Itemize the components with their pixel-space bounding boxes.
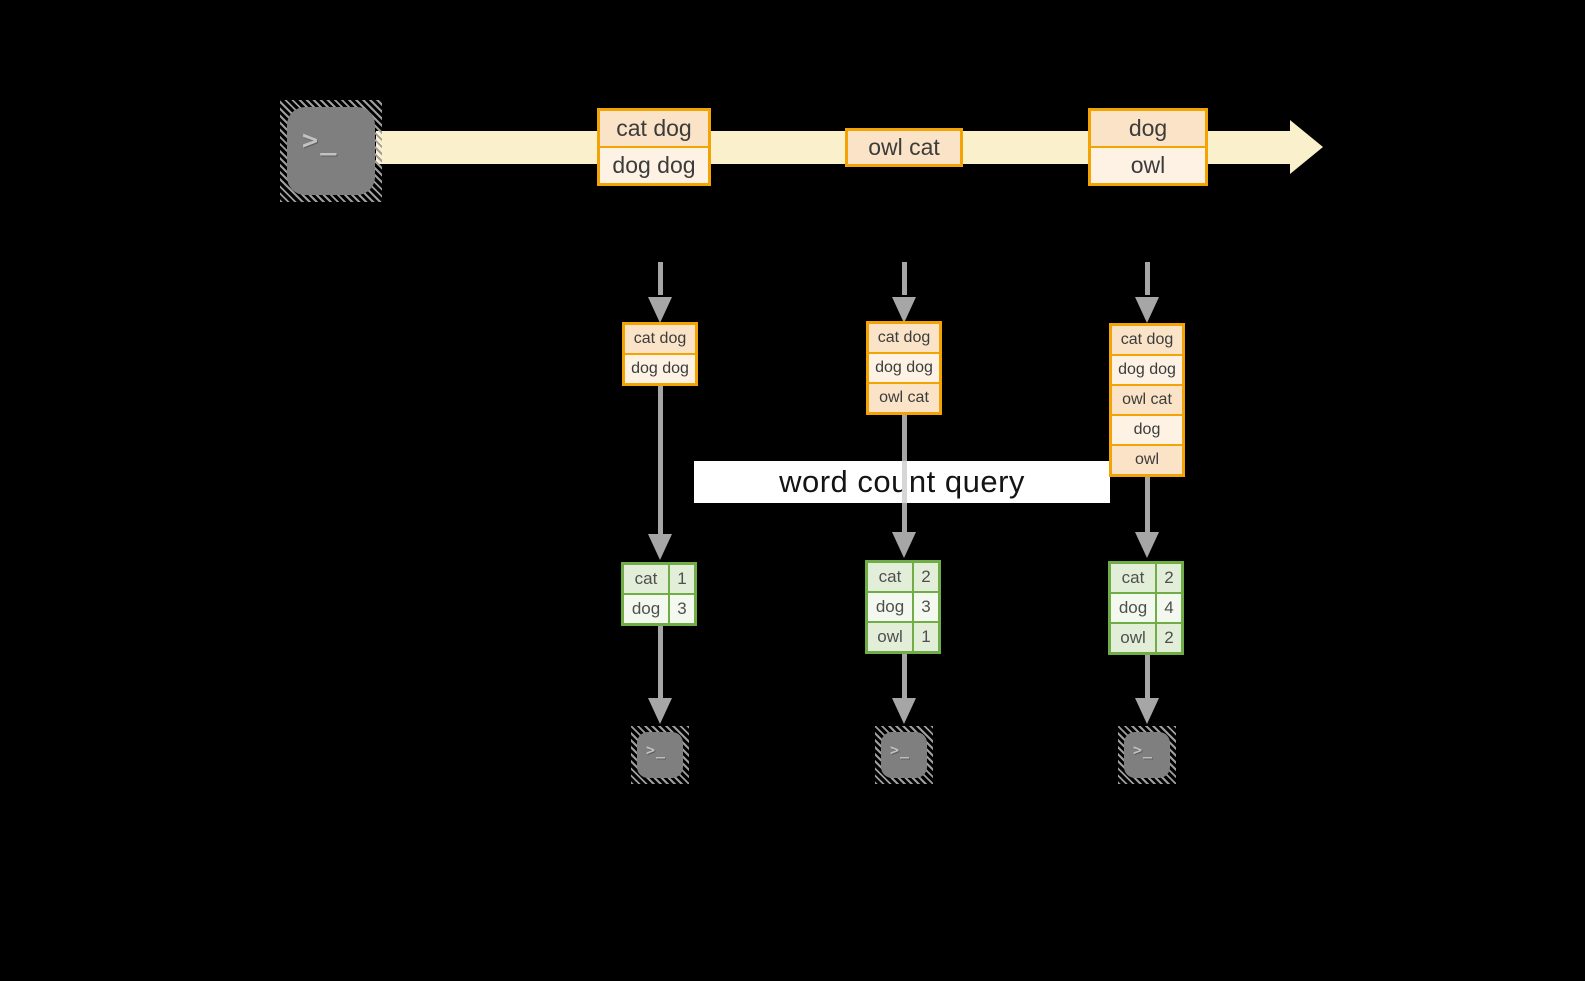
down-arrow-line	[1145, 476, 1150, 532]
terminal-screen: >_	[637, 732, 683, 778]
terminal-prompt-icon: >_	[302, 125, 339, 156]
terminal-sink-icon-2: >_	[875, 726, 933, 784]
terminal-prompt-icon: >_	[646, 741, 667, 759]
terminal-screen: >_	[287, 107, 375, 195]
state-buffer-1: cat dog dog dog	[622, 322, 698, 386]
terminal-sink-icon-1: >_	[631, 726, 689, 784]
dashed-arrow-segment	[902, 262, 907, 295]
dashed-arrow-segment	[1145, 262, 1150, 295]
down-arrow-head	[648, 698, 672, 724]
message-line: dog dog	[600, 148, 708, 183]
dashed-arrow-head	[648, 297, 672, 323]
terminal-screen: >_	[1124, 732, 1170, 778]
down-arrow-head	[648, 534, 672, 560]
count-cell-value: 3	[914, 593, 938, 621]
down-arrow-line	[1145, 655, 1150, 698]
down-arrow-line-overlay	[902, 461, 907, 503]
count-cell-value: 2	[1157, 624, 1181, 652]
state-row: owl cat	[869, 384, 939, 412]
terminal-prompt-icon: >_	[890, 741, 911, 759]
stream-message-1: cat dog dog dog	[597, 108, 711, 186]
state-row: dog	[1112, 416, 1182, 444]
terminal-source-icon: >_	[280, 100, 382, 202]
dashed-arrow-head	[1135, 297, 1159, 323]
message-line: dog	[1091, 111, 1205, 146]
state-row: dog dog	[869, 354, 939, 382]
count-cell-value: 3	[670, 595, 694, 623]
count-cell-word: dog	[624, 595, 668, 623]
count-cell-word: dog	[1111, 594, 1155, 622]
stream-message-2: owl cat	[845, 128, 963, 167]
terminal-sink-icon-3: >_	[1118, 726, 1176, 784]
terminal-screen: >_	[881, 732, 927, 778]
down-arrow-line	[658, 626, 663, 698]
count-cell-word: owl	[868, 623, 912, 651]
query-label: word count query	[779, 464, 1025, 499]
count-cell-value: 1	[914, 623, 938, 651]
count-cell-value: 2	[1157, 564, 1181, 592]
count-cell-word: cat	[624, 565, 668, 593]
count-cell-word: cat	[1111, 564, 1155, 592]
state-row: cat dog	[1112, 326, 1182, 354]
dashed-arrow-segment	[658, 262, 663, 295]
dashed-arrow-head	[892, 297, 916, 323]
count-cell-word: owl	[1111, 624, 1155, 652]
count-cell-value: 2	[914, 563, 938, 591]
state-row: dog dog	[1112, 356, 1182, 384]
state-row: owl cat	[1112, 386, 1182, 414]
down-arrow-head	[1135, 698, 1159, 724]
state-row: cat dog	[625, 325, 695, 353]
down-arrow-line	[658, 384, 663, 534]
state-buffer-3: cat dog dog dog owl cat dog owl	[1109, 323, 1185, 477]
stream-arrow-head	[1290, 120, 1323, 174]
state-row: cat dog	[869, 324, 939, 352]
message-line: owl cat	[848, 131, 960, 164]
state-buffer-2: cat dog dog dog owl cat	[866, 321, 942, 415]
count-cell-word: dog	[868, 593, 912, 621]
message-line: cat dog	[600, 111, 708, 146]
state-row: owl	[1112, 446, 1182, 474]
terminal-prompt-icon: >_	[1133, 741, 1154, 759]
message-line: owl	[1091, 148, 1205, 183]
down-arrow-head	[1135, 532, 1159, 558]
down-arrow-head	[892, 698, 916, 724]
count-cell-value: 4	[1157, 594, 1181, 622]
down-arrow-head	[892, 532, 916, 558]
down-arrow-line	[902, 654, 907, 698]
state-row: dog dog	[625, 355, 695, 383]
count-cell-value: 1	[670, 565, 694, 593]
count-table-1: cat 1 dog 3	[621, 562, 697, 626]
count-cell-word: cat	[868, 563, 912, 591]
count-table-3: cat 2 dog 4 owl 2	[1108, 561, 1184, 655]
stream-message-3: dog owl	[1088, 108, 1208, 186]
count-table-2: cat 2 dog 3 owl 1	[865, 560, 941, 654]
